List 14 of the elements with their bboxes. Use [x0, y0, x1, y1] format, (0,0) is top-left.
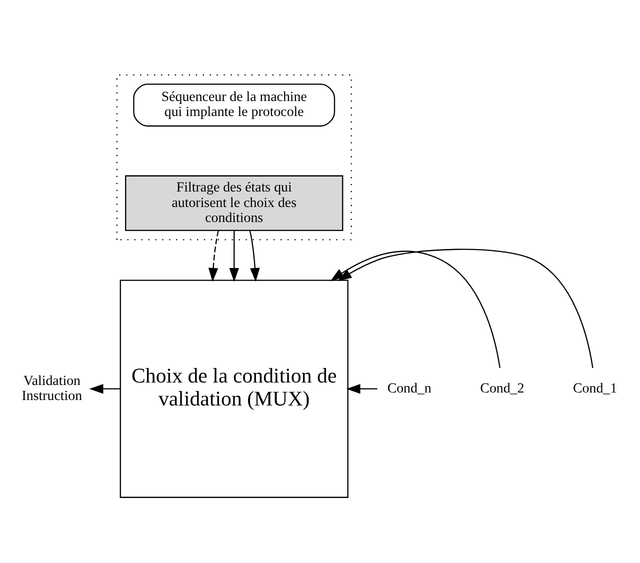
arrow	[208, 230, 219, 282]
node-text: Cond_1	[573, 381, 618, 396]
node-box: Filtrage des états qui autorisent le choix des conditions	[125, 175, 344, 232]
arrow	[346, 384, 378, 394]
node-text: Cond_n	[387, 381, 432, 396]
arrow	[89, 384, 120, 394]
node-box: Séquenceur de la machine qui implante le protocole	[133, 84, 336, 127]
node-text: Cond_2	[480, 381, 524, 396]
cluster	[116, 74, 352, 240]
arrow	[229, 230, 239, 282]
arrow	[330, 250, 500, 368]
arrow	[249, 230, 260, 282]
node-text: Validation Instruction	[22, 374, 82, 404]
node-box: Choix de la condition de validation (MUX)	[120, 280, 348, 498]
